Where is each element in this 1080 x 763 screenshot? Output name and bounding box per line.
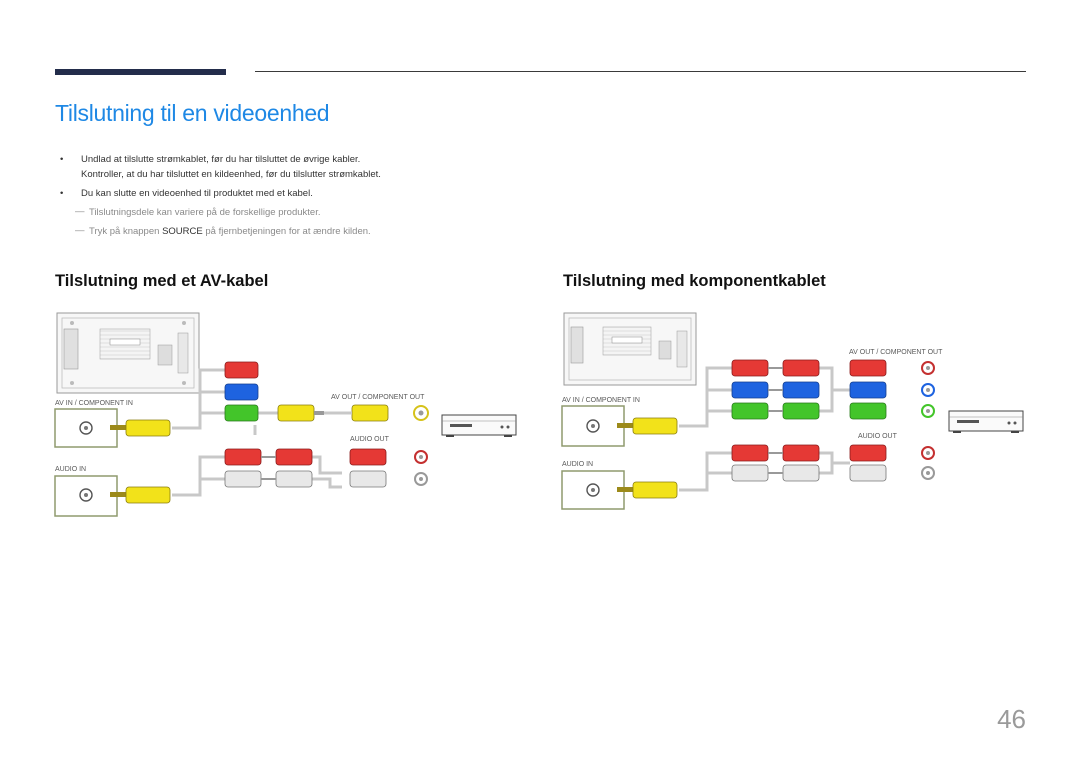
yellow-plug-av-in: [617, 417, 678, 435]
note-text-post: på fjernbetjeningen for at ændre kilden.: [202, 226, 371, 237]
yellow-plug-av-in: [110, 419, 171, 437]
audio-in-label: AUDIO IN: [562, 461, 593, 468]
page-number: 46: [997, 704, 1026, 734]
blue-plug: [224, 383, 259, 401]
audio-plugs-left: [224, 448, 313, 488]
green-plug: [224, 404, 259, 422]
audio-out-label: AUDIO OUT: [350, 436, 390, 443]
display-rear-panel: [56, 312, 200, 394]
yellow-plug-audio-in: [617, 481, 678, 499]
av-in-port-box: [561, 405, 625, 447]
audio-in-port-box: [54, 475, 118, 517]
instruction-list: • Undlad at tilslutte strømkablet, før d…: [55, 152, 615, 243]
section-heading-av: Tilslutning med et AV-kabel: [55, 272, 269, 290]
audio-plugs-right: [349, 448, 387, 488]
header-accent-bar: [55, 69, 226, 75]
component-cable-diagram: AV IN / COMPONENT IN AUDIO IN AV OUT / C…: [561, 312, 1024, 510]
av-in-label: AV IN / COMPONENT IN: [562, 397, 640, 404]
component-plugs-right: [849, 359, 887, 420]
cable-lines: [172, 368, 342, 497]
video-source-device-icon: [948, 410, 1024, 433]
yellow-cable-pair: [277, 404, 389, 422]
audio-plugs-right: [849, 444, 887, 482]
av-out-label: AV OUT / COMPONENT OUT: [331, 394, 425, 401]
header-rule: [255, 71, 1026, 72]
note-dash: ―: [75, 225, 85, 236]
component-plugs-left: [731, 359, 820, 420]
av-cable-diagram: AV IN / COMPONENT IN AUDIO IN AV OUT / C…: [54, 312, 517, 517]
cable-lines: [679, 366, 850, 492]
audio-out-label: AUDIO OUT: [858, 433, 898, 440]
bullet-dot: •: [60, 154, 64, 165]
note-item: ― Tryk på knappen SOURCE på fjernbetjeni…: [55, 224, 615, 239]
section-heading-component: Tilslutning med komponentkablet: [563, 272, 826, 290]
note-text: Tilslutningsdele kan variere på de forsk…: [89, 207, 321, 218]
bullet-text: Undlad at tilslutte strømkablet, før du …: [81, 154, 381, 180]
audio-out-jacks: [921, 446, 935, 480]
component-out-jacks: [921, 361, 935, 418]
av-out-label: AV OUT / COMPONENT OUT: [849, 349, 943, 356]
bullet-dot: •: [60, 188, 64, 199]
bullet-text: Du kan slutte en videoenhed til produkte…: [81, 188, 313, 199]
video-out-jack: [413, 405, 429, 421]
note-item: ― Tilslutningsdele kan variere på de for…: [55, 205, 615, 220]
yellow-plug-audio-in: [110, 486, 171, 504]
video-source-device-icon: [441, 414, 517, 437]
audio-in-port-box: [561, 470, 625, 510]
display-rear-panel: [563, 312, 697, 386]
bullet-item: • Du kan slutte en videoenhed til produk…: [55, 186, 615, 201]
audio-in-label: AUDIO IN: [55, 466, 86, 473]
av-in-port-box: [54, 408, 118, 448]
source-key-label: SOURCE: [162, 226, 203, 237]
av-in-label: AV IN / COMPONENT IN: [55, 400, 133, 407]
note-text-pre: Tryk på knappen: [89, 226, 163, 237]
note-dash: ―: [75, 206, 85, 217]
red-plug: [224, 361, 259, 379]
page-title: Tilslutning til en videoenhed: [55, 100, 330, 126]
audio-plugs-left: [731, 444, 820, 482]
bullet-item: • Undlad at tilslutte strømkablet, før d…: [55, 152, 615, 182]
audio-out-jacks: [414, 450, 428, 486]
